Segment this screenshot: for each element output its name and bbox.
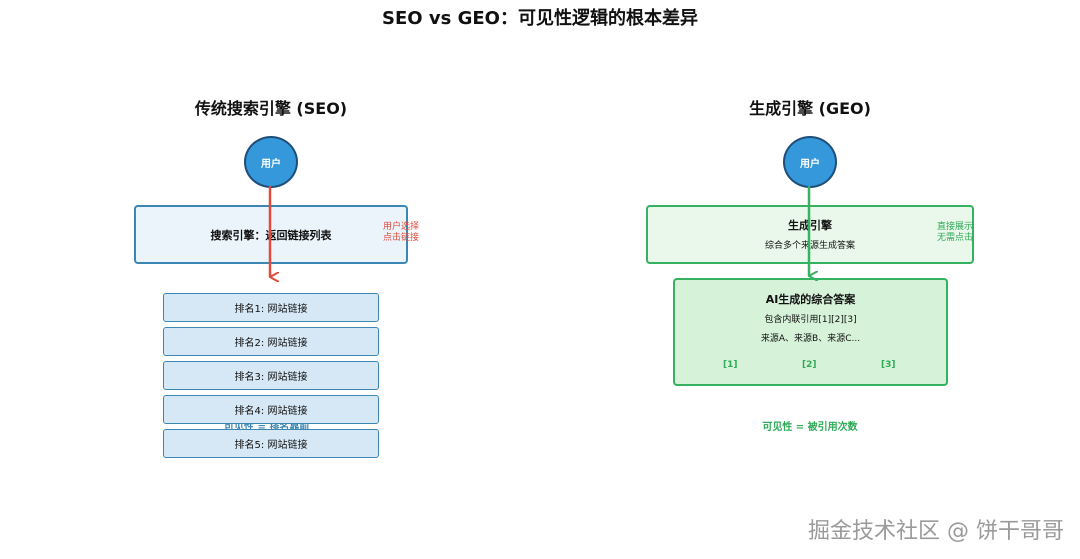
- ai-answer-box: AI生成的综合答案 包含内联引用[1][2][3] 来源A、来源B、来源C...…: [673, 278, 948, 386]
- ai-answer-title: AI生成的综合答案: [765, 293, 856, 306]
- seo-visibility-rule: 可见性 = 排名靠前: [224, 422, 310, 433]
- citation-3: [3]: [881, 360, 896, 370]
- geo-note-line-2: 无需点击: [937, 233, 974, 243]
- ai-answer-sources-line: 来源A、来源B、来源C...: [760, 334, 861, 344]
- seo-user-choice-note: 用户选择 点击链接: [383, 222, 419, 244]
- geo-heading: 生成引擎 (GEO): [749, 99, 871, 118]
- ranking-item-5: 排名5: 网站链接: [163, 429, 379, 458]
- citation-2: [2]: [802, 360, 817, 370]
- ranking-item-1: 排名1: 网站链接: [163, 293, 379, 322]
- geo-note-line-1: 直接展示: [937, 222, 974, 232]
- ai-answer-citation-line: 包含内联引用[1][2][3]: [764, 315, 857, 325]
- ranking-item-4: 排名4: 网站链接: [163, 395, 379, 424]
- geo-direct-display-note: 直接展示 无需点击: [937, 222, 973, 244]
- diagram-title: SEO vs GEO：可见性逻辑的根本差异: [382, 8, 698, 29]
- citation-1: [1]: [723, 360, 738, 370]
- ranking-item-2: 排名2: 网站链接: [163, 327, 379, 356]
- seo-user-node: 用户: [244, 136, 298, 188]
- geo-visibility-rule: 可见性 = 被引用次数: [762, 422, 858, 433]
- seo-note-line-2: 点击链接: [383, 233, 420, 243]
- geo-user-node: 用户: [783, 136, 837, 188]
- watermark-text: 掘金技术社区 @ 饼干哥哥: [808, 519, 1064, 544]
- seo-heading: 传统搜索引擎 (SEO): [194, 99, 348, 118]
- seo-note-line-1: 用户选择: [383, 222, 420, 232]
- ranking-item-3: 排名3: 网站链接: [163, 361, 379, 390]
